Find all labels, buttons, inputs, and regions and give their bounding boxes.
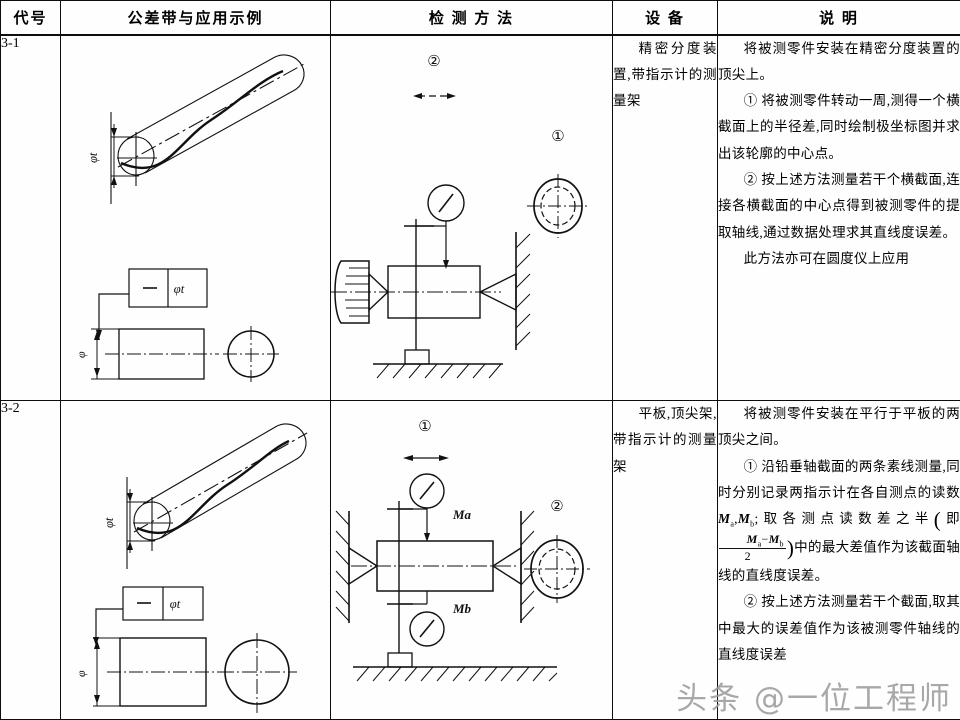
callout-2-3-1: ② xyxy=(427,54,440,70)
reading-label-mb: Mb xyxy=(452,601,472,616)
note-ji: 即 xyxy=(941,511,960,527)
note-lead-3-2: 将被测零件安装在平行于平板的两顶尖之间。 xyxy=(718,406,960,448)
note-cell-3-1: 将被测零件安装在精密分度装置的顶尖上。 ① 将被测零件转动一周,测得一个横截面上… xyxy=(717,34,960,401)
header-equipment: 设 备 xyxy=(612,0,718,36)
feature-frame-value-3-1: φt xyxy=(174,282,185,296)
table-header-row: 代号 公差带与应用示例 检 测 方 法 设 备 说 明 xyxy=(0,0,960,36)
inspection-method-diagram-3-2: ① ② xyxy=(335,419,590,682)
note-item1-part-a: ① 沿铅垂轴截面的两条素线测量,同时分别记录两指示计在各自测点的读数 xyxy=(718,458,960,500)
header-code: 代号 xyxy=(0,0,61,36)
callout-1-3-2: ① xyxy=(418,419,431,435)
paren-close: ) xyxy=(786,535,795,560)
note-item1-part-d: 中的最大差值作为该截面轴线的直线度误差。 xyxy=(718,538,960,583)
header-zone: 公差带与应用示例 xyxy=(60,0,331,36)
table-row: 3-1 xyxy=(0,34,960,401)
header-method: 检 测 方 法 xyxy=(330,0,613,36)
row-code-3-2: 3-2 xyxy=(0,400,61,720)
tolerance-zone-cell-3-1: φt φt xyxy=(60,34,331,401)
callout-1-3-1: ① xyxy=(551,129,564,145)
diameter-label-3-1: φ xyxy=(74,351,88,358)
table-row: 3-2 xyxy=(0,400,960,720)
reading-label-ma: Ma xyxy=(452,507,472,522)
tolerance-zone-diagram-3-2: φt φt xyxy=(74,423,308,713)
feature-frame-value-3-2: φt xyxy=(170,597,181,611)
equipment-cell-3-2: 平板,顶尖架,带指示计的测量架 xyxy=(612,400,718,720)
equipment-cell-3-1: 精密分度装置,带指示计的测量架 xyxy=(612,34,718,401)
paren-open: ( xyxy=(933,507,942,532)
tolerance-zone-cell-3-2: φt φt xyxy=(60,400,331,720)
note-item1-comma: , xyxy=(734,511,738,527)
note-cell-3-2: 将被测零件安装在平行于平板的两顶尖之间。 ① 沿铅垂轴截面的两条素线测量,同时分… xyxy=(717,400,960,720)
callout-2-3-2: ② xyxy=(550,499,563,515)
tolerance-zone-label-3-1: φt xyxy=(86,152,100,163)
method-cell-3-2: ① ② xyxy=(330,400,613,720)
equipment-text-3-2: 平板,顶尖架,带指示计的测量架 xyxy=(613,406,717,474)
row-code-3-1: 3-1 xyxy=(0,34,61,401)
note-lead-3-1: 将被测零件安装在精密分度装置的顶尖上。 xyxy=(718,40,960,82)
note-item1-3-1: ① 将被测零件转动一周,测得一个横截面上的半径差,同时绘制极坐标图并求出该轮廓的… xyxy=(718,93,960,161)
note-item2-3-1: ② 按上述方法测量若干个横截面,连接各横截面的中心点得到被测零件的提取轴线,通过… xyxy=(718,172,960,240)
diameter-label-3-2: φ xyxy=(74,670,88,677)
method-cell-3-1: ② ① xyxy=(330,34,613,401)
note-tail-3-1: 此方法亦可在圆度仪上应用 xyxy=(743,251,910,266)
reading-var-mb: Mb xyxy=(737,511,755,529)
note-item2-3-2: ② 按上述方法测量若干个截面,取其中最大的误差值作为该被测零件轴线的直线度误差 xyxy=(718,594,960,662)
inspection-method-diagram-3-1: ② ① xyxy=(331,54,589,378)
reading-var-ma: Ma xyxy=(718,511,735,529)
equipment-text-3-1: 精密分度装置,带指示计的测量架 xyxy=(613,40,717,109)
header-note: 说 明 xyxy=(717,0,960,36)
tolerance-zone-diagram-3-1: φt φt xyxy=(74,53,305,382)
note-item1-part-c: ;取各测点读数差之半 xyxy=(754,511,934,527)
tolerance-zone-label-3-2: φt xyxy=(102,517,116,528)
note-item1-3-2: ① 沿铅垂轴截面的两条素线测量,同时分别记录两指示计在各自测点的读数 Ma,Mb… xyxy=(718,454,960,590)
